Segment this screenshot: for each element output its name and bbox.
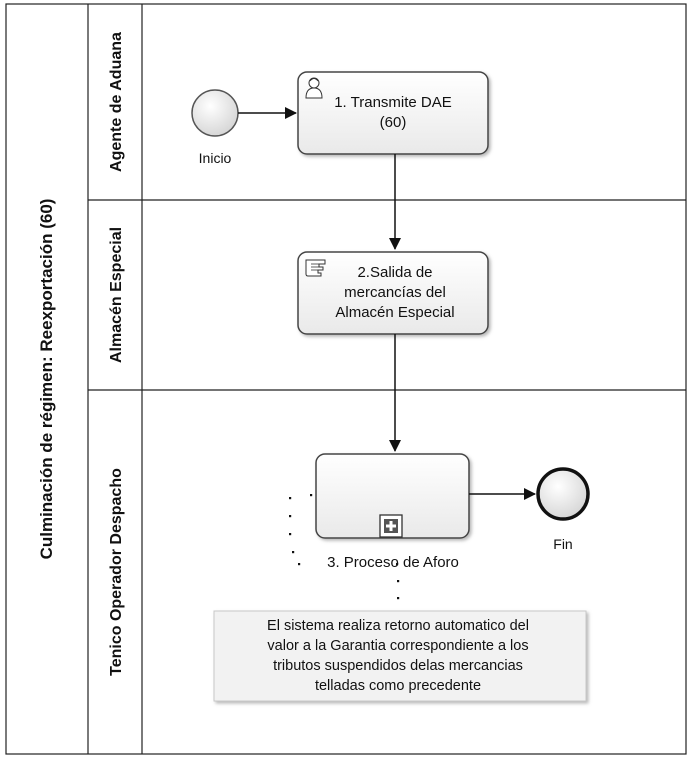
- subprocess-label: 3. Proceso de Aforo: [327, 554, 459, 571]
- task-salida-label-line3: Almacén Especial: [335, 304, 454, 321]
- task-transmite-dae-label-line2: (60): [380, 114, 407, 131]
- lane-label-tenico-operador-despacho: Tenico Operador Despacho: [108, 468, 125, 676]
- association-dotted-to-annotation: [396, 563, 400, 600]
- annotation-line-4: telladas como precedente: [315, 678, 481, 694]
- manual-task-icon: [305, 259, 326, 277]
- task-salida-label-line1: 2.Salida de: [357, 264, 432, 281]
- collapsed-subprocess-plus-icon[interactable]: [379, 514, 403, 538]
- pool-border: [5, 3, 687, 755]
- task-transmite-dae-label-line1: 1. Transmite DAE: [334, 94, 452, 111]
- task-salida-label-line2: mercancías del: [344, 284, 446, 301]
- start-event[interactable]: [191, 89, 239, 137]
- subprocess-proceso-de-aforo[interactable]: [315, 453, 470, 539]
- end-event-label: Fin: [553, 536, 572, 552]
- pool-label: Culminación de régimen: Reexportación (6…: [37, 199, 56, 560]
- text-annotation: El sistema realiza retorno automatico de…: [213, 610, 587, 702]
- association-dotted-left: [289, 494, 313, 566]
- task-salida-de-mercancias[interactable]: 2.Salida de mercancías del Almacén Espec…: [297, 251, 489, 335]
- annotation-line-3: tributos suspendidos delas mercancias: [273, 658, 523, 674]
- annotation-line-1: El sistema realiza retorno automatico de…: [267, 618, 529, 634]
- lane-label-agente-de-aduana: Agente de Aduana: [108, 32, 125, 172]
- lane-label-almacen-especial: Almacén Especial: [108, 227, 125, 363]
- user-icon: [305, 77, 323, 99]
- task-transmite-dae[interactable]: 1. Transmite DAE (60): [297, 71, 489, 155]
- annotation-line-2: valor a la Garantia correspondiente a lo…: [267, 638, 528, 654]
- end-event[interactable]: [536, 467, 590, 521]
- start-event-label: Inicio: [199, 150, 232, 166]
